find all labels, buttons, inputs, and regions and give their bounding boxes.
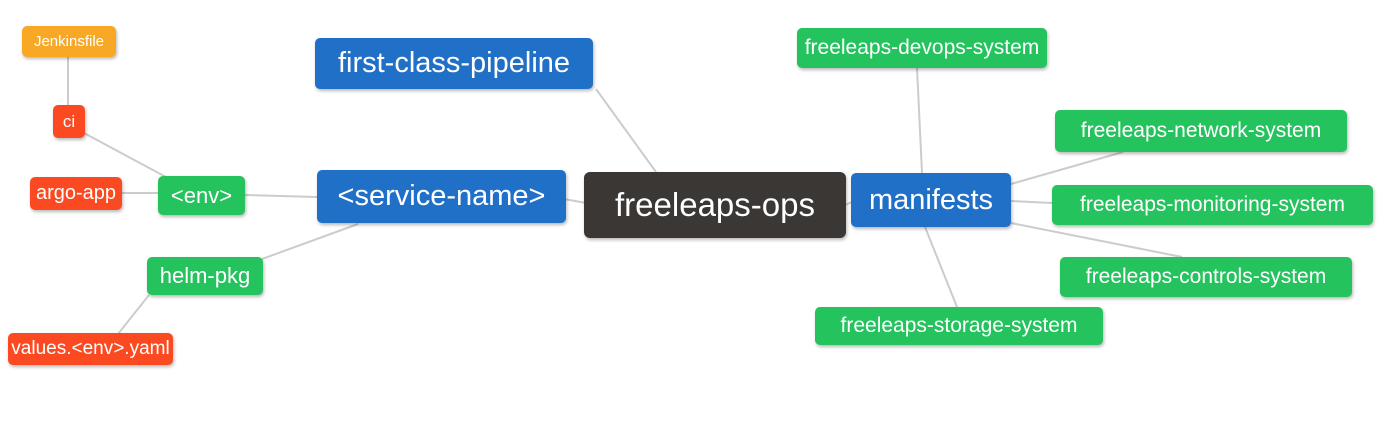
- edge-first-class-pipeline-ops: [595, 88, 657, 173]
- node-first-class-pipeline[interactable]: first-class-pipeline: [315, 38, 593, 89]
- edge-service-name-ops: [563, 198, 587, 204]
- node-freeleaps-monitoring-system[interactable]: freeleaps-monitoring-system: [1052, 185, 1373, 225]
- edge-manifests-storage-system: [924, 226, 958, 308]
- node-freeleaps-storage-system[interactable]: freeleaps-storage-system: [815, 307, 1103, 345]
- node-freeleaps-network-system[interactable]: freeleaps-network-system: [1055, 110, 1347, 152]
- edge-env-service-name: [244, 194, 318, 198]
- node-freeleaps-devops-system[interactable]: freeleaps-devops-system: [797, 28, 1047, 68]
- edge-ci-env: [83, 132, 167, 178]
- node-freeleaps-ops-root[interactable]: freeleaps-ops: [584, 172, 846, 238]
- node-jenkinsfile[interactable]: Jenkinsfile: [22, 26, 116, 57]
- node-freeleaps-controls-system[interactable]: freeleaps-controls-system: [1060, 257, 1352, 297]
- node-manifests[interactable]: manifests: [851, 173, 1011, 227]
- node-ci[interactable]: ci: [53, 105, 85, 138]
- node-argo-app[interactable]: argo-app: [30, 177, 122, 210]
- node-service-name[interactable]: <service-name>: [317, 170, 566, 223]
- edge-helm-pkg-values-env-yaml: [117, 294, 150, 335]
- edge-manifests-devops-system: [916, 67, 923, 174]
- edge-service-name-helm-pkg: [261, 223, 359, 260]
- node-env[interactable]: <env>: [158, 176, 245, 215]
- node-values-env-yaml[interactable]: values.<env>.yaml: [8, 333, 173, 365]
- edge-manifests-network-system: [1010, 151, 1124, 185]
- edge-manifests-monitoring-system: [1010, 200, 1053, 204]
- edge-manifests-controls-system: [1010, 222, 1183, 258]
- node-helm-pkg[interactable]: helm-pkg: [147, 257, 263, 295]
